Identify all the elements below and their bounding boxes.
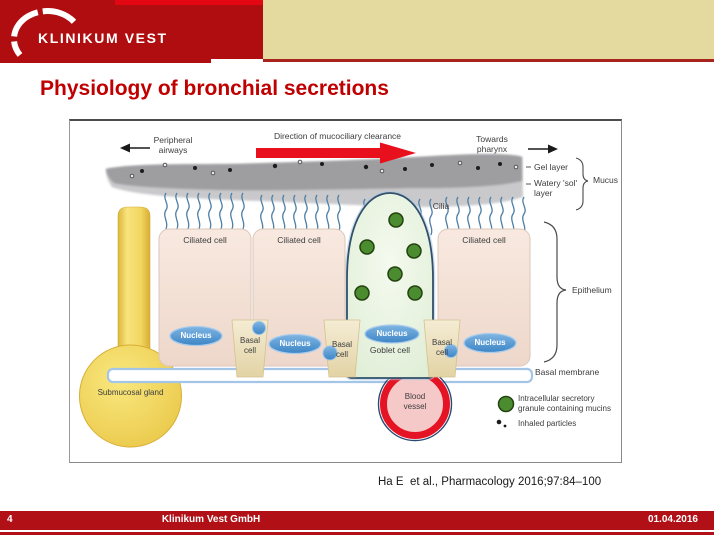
label-mucus: Mucus bbox=[593, 175, 619, 185]
logo-swoosh-icon bbox=[10, 8, 78, 57]
label-nucleus-2: Nucleus bbox=[279, 339, 311, 348]
diagram-canvas bbox=[79, 142, 589, 448]
legend-particles-icon bbox=[496, 419, 507, 428]
label-goblet-cell: Goblet cell bbox=[369, 345, 411, 355]
epithelium-brace bbox=[543, 221, 567, 363]
red-clearance-arrow bbox=[256, 142, 416, 164]
label-towards-pharynx: Towards pharynx bbox=[476, 134, 508, 155]
label-gel-layer: Gel layer bbox=[534, 162, 569, 172]
citation: Ha E et al., Pharmacology 2016;97:84–100 bbox=[378, 476, 602, 488]
label-epithelium: Epithelium bbox=[572, 285, 612, 295]
header-red-underline bbox=[263, 59, 714, 62]
label-watery-sol-layer: Watery 'sol' layer bbox=[534, 178, 578, 199]
label-nucleus-goblet: Nucleus bbox=[376, 329, 408, 338]
legend-granule-icon bbox=[497, 395, 515, 413]
label-submucosal-gland: Submucosal gland bbox=[97, 388, 164, 397]
mucus-brace bbox=[575, 157, 589, 211]
footer-date: 01.04.2016 bbox=[647, 514, 698, 525]
page-title: Physiology of bronchial secretions bbox=[40, 77, 389, 100]
logo-block-extension bbox=[211, 0, 263, 59]
label-legend-granule: Intracellular secretory granule containi… bbox=[518, 394, 611, 413]
logo-text: KLINIKUM VEST bbox=[38, 30, 168, 46]
label-legend-particles: Inhaled particles bbox=[518, 419, 577, 428]
footer-bottom-strip bbox=[0, 531, 714, 535]
basal-membrane-bar bbox=[106, 367, 534, 384]
footer-company: Klinikum Vest GmbH bbox=[161, 514, 261, 525]
nucleus-shapes bbox=[169, 324, 517, 355]
label-nucleus-1: Nucleus bbox=[180, 331, 212, 340]
basal-cell-nuclei bbox=[252, 321, 458, 361]
page-number: 4 bbox=[7, 514, 13, 525]
footer-bar: 4 Klinikum Vest GmbH 01.04.2016 bbox=[0, 511, 714, 530]
label-ciliated-cell-2: Ciliated cell bbox=[277, 235, 321, 245]
header-accent-strip bbox=[115, 0, 263, 5]
label-cilia: Cilia bbox=[432, 201, 450, 211]
layer-tick-dashes bbox=[526, 166, 531, 185]
label-basal-cell-2: Basal cell bbox=[331, 340, 352, 359]
label-basal-cell-1: Basal cell bbox=[239, 336, 260, 355]
inhaled-particles bbox=[129, 159, 519, 179]
label-basal-membrane: Basal membrane bbox=[535, 367, 600, 377]
mucus-gel-layer-band bbox=[106, 154, 522, 191]
label-blood-vessel: Blood vessel bbox=[403, 392, 427, 411]
logo-block: KLINIKUM VEST bbox=[0, 0, 211, 63]
secretory-granules bbox=[354, 212, 423, 301]
basal-cell-shapes bbox=[231, 319, 461, 378]
header-beige-band bbox=[263, 0, 714, 59]
diagram-figure: Peripheral airways Direction of mucocili… bbox=[69, 119, 622, 463]
label-ciliated-cell-1: Ciliated cell bbox=[183, 235, 227, 245]
label-basal-cell-3: Basal cell bbox=[431, 338, 452, 357]
label-nucleus-3: Nucleus bbox=[474, 338, 506, 347]
label-direction-mucociliary-clearance: Direction of mucociliary clearance bbox=[273, 131, 402, 141]
left-arrow-icon bbox=[120, 143, 150, 153]
label-ciliated-cell-3: Ciliated cell bbox=[462, 235, 506, 245]
label-peripheral-airways: Peripheral airways bbox=[153, 135, 193, 156]
right-arrow-icon bbox=[528, 144, 558, 154]
